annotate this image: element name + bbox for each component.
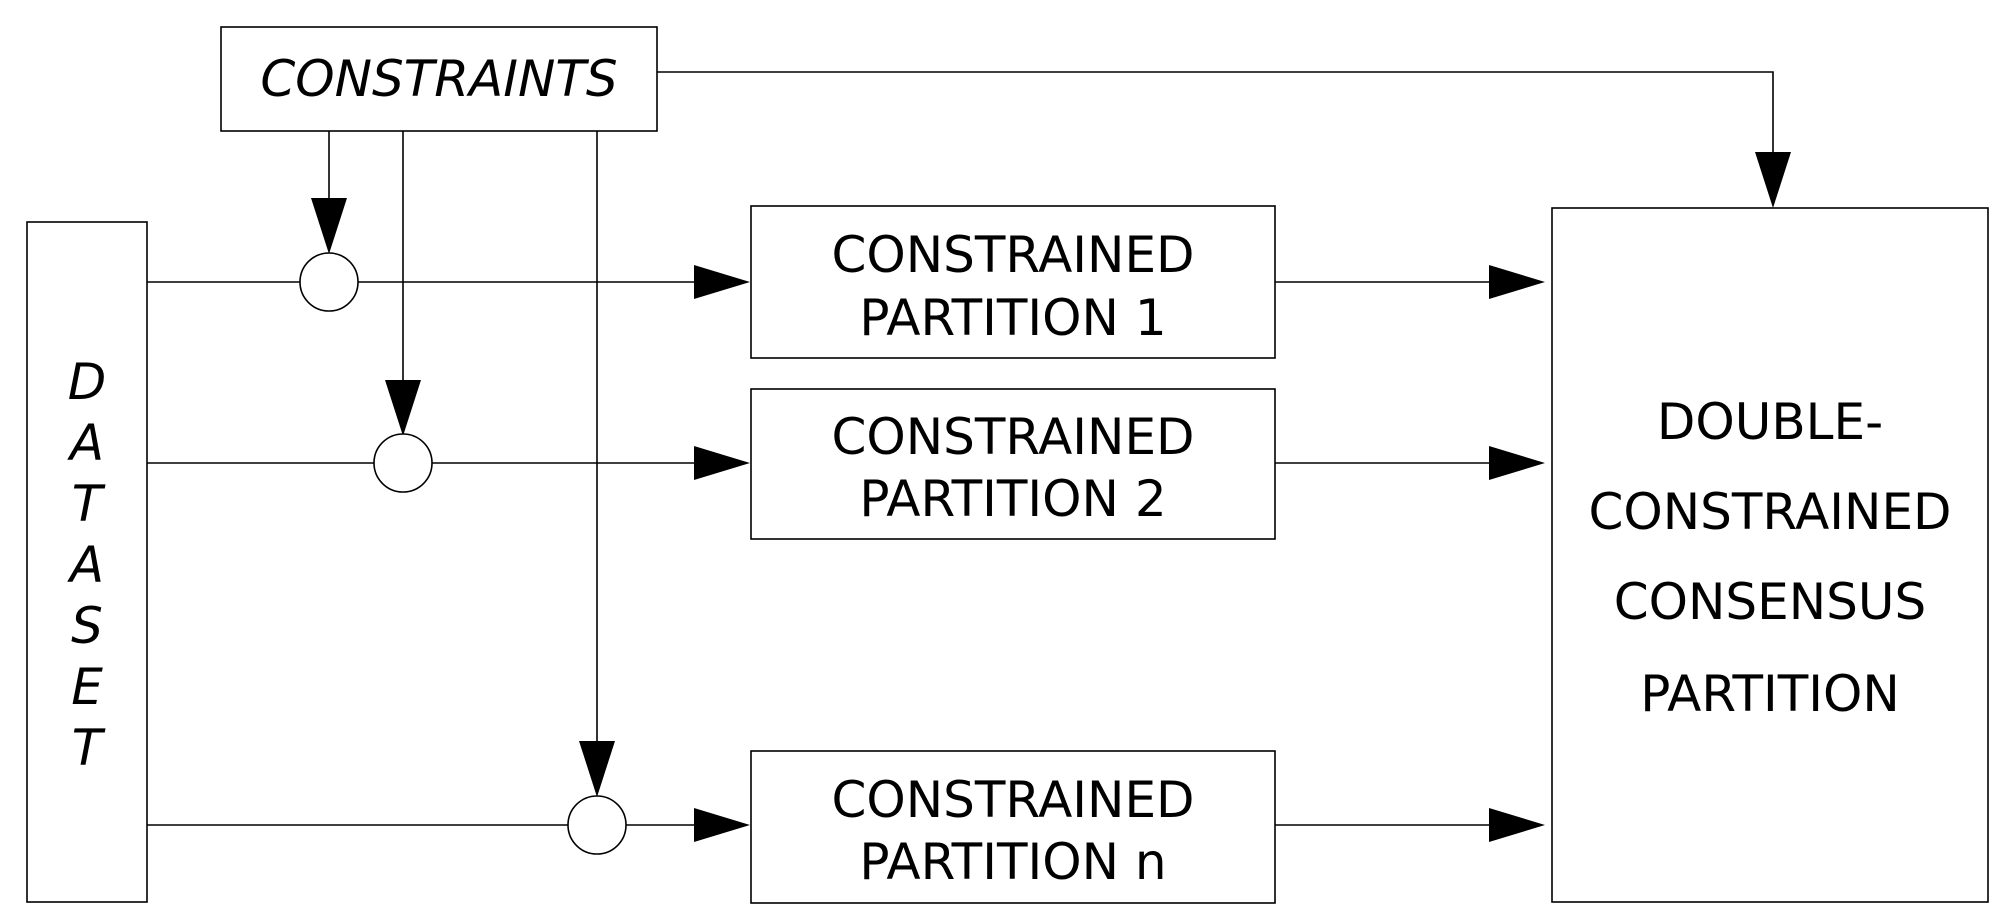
arrowhead-down-feed-n bbox=[579, 741, 615, 797]
partition-box-2: CONSTRAINED PARTITION 2 bbox=[750, 388, 1276, 540]
constraints-box: CONSTRAINTS bbox=[220, 26, 658, 132]
partition-box-1: CONSTRAINED PARTITION 1 bbox=[750, 205, 1276, 359]
arrowhead-right-partition-n bbox=[694, 808, 750, 842]
dataset-letter: T bbox=[72, 719, 106, 777]
arrowhead-right-partition-2 bbox=[694, 446, 750, 480]
partition-1-line1: CONSTRAINED bbox=[831, 226, 1194, 284]
arrowhead-right-partition-1 bbox=[694, 265, 750, 299]
arrowhead-right-consensus-1 bbox=[1489, 265, 1545, 299]
partition-n-line1: CONSTRAINED bbox=[831, 771, 1194, 829]
consensus-box: DOUBLE- CONSTRAINED CONSENSUS PARTITION bbox=[1551, 207, 1989, 903]
dataset-letter: T bbox=[72, 475, 106, 533]
arrowhead-down-feed-1 bbox=[311, 198, 347, 254]
consensus-line4: PARTITION bbox=[1640, 665, 1900, 723]
arrowhead-down-feed-2 bbox=[385, 380, 421, 436]
dataset-letter: D bbox=[68, 353, 107, 411]
arrowhead-right-consensus-n bbox=[1489, 808, 1545, 842]
partition-n-line2: PARTITION n bbox=[859, 833, 1166, 891]
junction-circle-1 bbox=[299, 252, 359, 312]
constraints-label: CONSTRAINTS bbox=[260, 50, 617, 108]
partition-2-line2: PARTITION 2 bbox=[859, 470, 1166, 528]
junction-circle-n bbox=[567, 795, 627, 855]
dataset-letter: E bbox=[71, 658, 103, 716]
dataset-letter: A bbox=[67, 536, 104, 594]
dataset-letter: A bbox=[67, 414, 104, 472]
arrowhead-down-consensus bbox=[1755, 152, 1791, 208]
partition-box-n: CONSTRAINED PARTITION n bbox=[750, 750, 1276, 904]
partition-2-line1: CONSTRAINED bbox=[831, 408, 1194, 466]
consensus-line1: DOUBLE- bbox=[1657, 393, 1883, 451]
dataset-letter: S bbox=[71, 597, 103, 655]
partition-1-line2: PARTITION 1 bbox=[859, 289, 1166, 347]
consensus-line2: CONSTRAINED bbox=[1588, 483, 1951, 541]
dataset-box: D A T A S E T bbox=[26, 221, 148, 903]
consensus-line3: CONSENSUS bbox=[1614, 573, 1926, 631]
arrowheads bbox=[311, 152, 1791, 842]
junction-circle-2 bbox=[373, 433, 433, 493]
constraints-to-consensus-line bbox=[657, 71, 1774, 168]
arrowhead-right-consensus-2 bbox=[1489, 446, 1545, 480]
